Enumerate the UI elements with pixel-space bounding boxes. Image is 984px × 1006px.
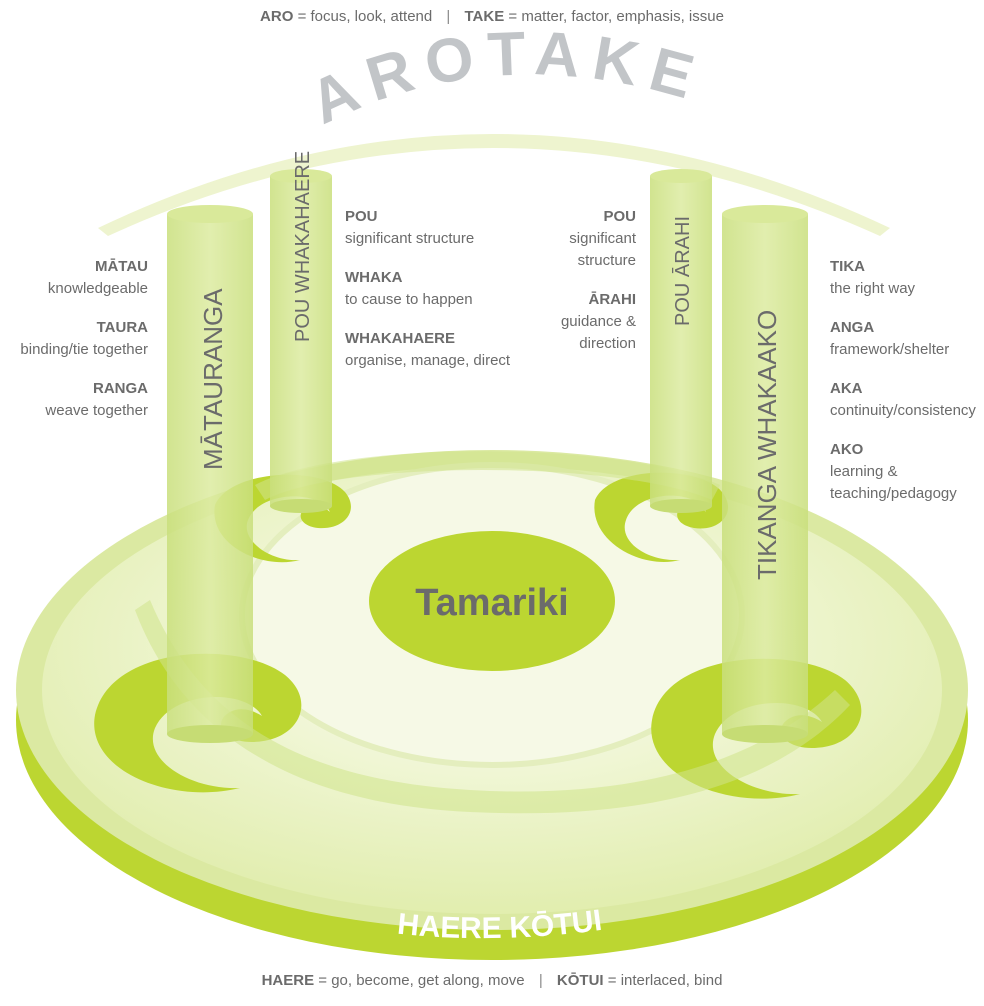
glossary-entry: POU significant structure bbox=[345, 206, 545, 250]
glossary-entry: TAURA binding/tie together bbox=[0, 317, 148, 361]
pillar-pou-arahi bbox=[650, 169, 712, 513]
glossary-definition: binding/tie together bbox=[20, 341, 148, 358]
bottom-legend: HAERE = go, become, get along, move | KŌ… bbox=[0, 972, 984, 989]
glossary-term: TAURA bbox=[96, 319, 148, 336]
glossary-term: TIKA bbox=[830, 258, 865, 275]
glossary-definition: the right way bbox=[830, 280, 916, 297]
glossary-pou-whakahaere: POU significant structure WHAKA to cause… bbox=[345, 206, 545, 389]
glossary-term: ĀRAHI bbox=[588, 291, 637, 308]
glossary-entry: MĀTAU knowledgeable bbox=[0, 256, 148, 300]
pillars bbox=[167, 169, 808, 743]
legend-term-aro: ARO bbox=[260, 8, 294, 25]
glossary-definition: framework/shelter bbox=[830, 341, 950, 358]
glossary-definition-line: guidance & bbox=[560, 313, 636, 330]
pillar-label-pou-arahi: POU ĀRAHI bbox=[671, 216, 694, 326]
pillar-label-matauranga: MĀTAURANGA bbox=[198, 288, 228, 470]
pillar-label-tikanga-whakaako: TIKANGA WHAKAAKO bbox=[752, 310, 782, 580]
legend-separator-bottom: | bbox=[538, 972, 543, 989]
glossary-pou-arahi: POU significant structure ĀRAHI guidance… bbox=[516, 206, 636, 372]
pillar-matauranga bbox=[167, 205, 253, 743]
pillar-pou-whakahaere bbox=[270, 169, 332, 513]
glossary-definition: to cause to happen bbox=[345, 291, 473, 308]
arch-band bbox=[98, 134, 890, 236]
glossary-tikanga-whakaako: TIKA the right way ANGA framework/shelte… bbox=[830, 256, 980, 522]
legend-term-take: TAKE bbox=[464, 8, 505, 25]
glossary-entry: RANGA weave together bbox=[0, 378, 148, 422]
glossary-term: POU bbox=[603, 208, 636, 225]
glossary-term: RANGA bbox=[93, 380, 148, 397]
center-label: Tamariki bbox=[415, 582, 568, 624]
legend-def-haere: go, become, get along, move bbox=[331, 972, 525, 989]
legend-equals-haere: = bbox=[318, 972, 328, 989]
glossary-definition-line: learning & bbox=[830, 463, 898, 480]
legend-equals-aro: = bbox=[297, 8, 307, 25]
glossary-entry: POU significant structure bbox=[516, 206, 636, 272]
koru-bottom-right bbox=[651, 658, 862, 799]
legend-term-haere: HAERE bbox=[261, 972, 315, 989]
glossary-term: AKO bbox=[830, 441, 864, 458]
glossary-term: WHAKA bbox=[345, 269, 403, 286]
legend-def-aro: focus, look, attend bbox=[310, 8, 433, 25]
glossary-definition: weave together bbox=[45, 402, 148, 419]
glossary-definition: organise, manage, direct bbox=[345, 352, 511, 369]
glossary-entry: WHAKA to cause to happen bbox=[345, 267, 545, 311]
glossary-entry: ANGA framework/shelter bbox=[830, 317, 980, 361]
legend-def-take: matter, factor, emphasis, issue bbox=[521, 8, 724, 25]
pillar-tikanga-whakaako bbox=[722, 205, 808, 743]
legend-term-kotui: KŌTUI bbox=[556, 972, 604, 989]
legend-equals-take: = bbox=[508, 8, 518, 25]
glossary-term: ANGA bbox=[830, 319, 875, 336]
glossary-definition: continuity/consistency bbox=[830, 402, 976, 419]
glossary-definition-line: teaching/pedagogy bbox=[830, 485, 957, 502]
legend-def-kotui: interlaced, bind bbox=[620, 972, 723, 989]
top-legend: ARO = focus, look, attend | TAKE = matte… bbox=[0, 8, 984, 25]
tamariki-ellipse bbox=[369, 531, 615, 671]
legend-equals-kotui: = bbox=[607, 972, 617, 989]
glossary-entry: AKO learning & teaching/pedagogy bbox=[830, 439, 980, 505]
interlaced-bands bbox=[135, 451, 850, 814]
pillar-label-pou-whakahaere: POU WHAKAHAERE bbox=[292, 151, 314, 342]
glossary-definition: significant structure bbox=[345, 230, 475, 247]
glossary-definition-line: significant bbox=[569, 230, 636, 247]
glossary-term: MĀTAU bbox=[94, 258, 148, 275]
glossary-term: AKA bbox=[830, 380, 863, 397]
glossary-term: WHAKAHAERE bbox=[345, 330, 455, 347]
glossary-term: POU bbox=[345, 208, 378, 225]
glossary-definition-line: direction bbox=[579, 335, 636, 352]
glossary-entry: AKA continuity/consistency bbox=[830, 378, 980, 422]
glossary-entry: WHAKAHAERE organise, manage, direct bbox=[345, 328, 545, 372]
arch-title: AROTAKE bbox=[300, 19, 712, 138]
glossary-entry: TIKA the right way bbox=[830, 256, 980, 300]
glossary-matauranga: MĀTAU knowledgeable TAURA binding/tie to… bbox=[0, 256, 148, 439]
glossary-definition-line: structure bbox=[577, 252, 636, 269]
glossary-definition: knowledgeable bbox=[47, 280, 148, 297]
glossary-entry: ĀRAHI guidance & direction bbox=[516, 289, 636, 355]
legend-separator-top: | bbox=[446, 8, 451, 25]
